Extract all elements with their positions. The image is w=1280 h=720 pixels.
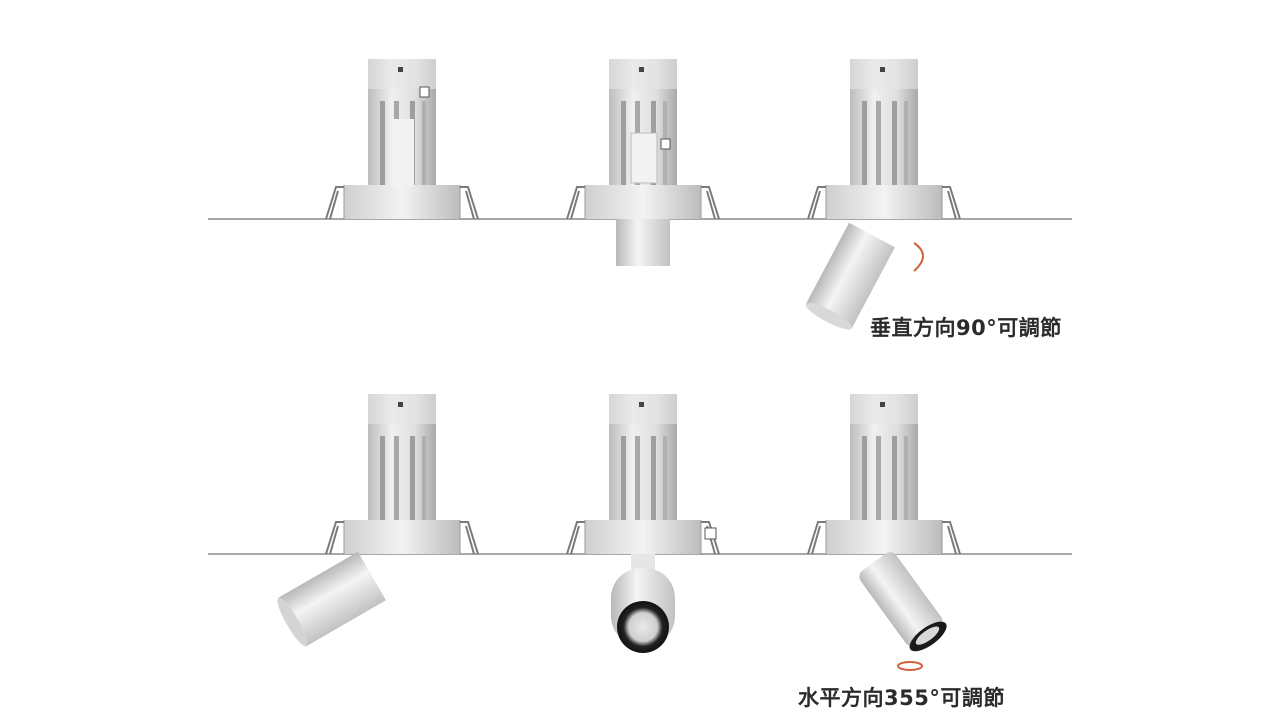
recessed-downlight-tilted-icon bbox=[805, 58, 961, 330]
spotlight-facing-front-icon bbox=[566, 393, 720, 653]
rotation-arrow-icon bbox=[897, 661, 923, 671]
recessed-downlight-extended-icon bbox=[566, 58, 720, 266]
recessed-downlight-retracted-icon bbox=[325, 58, 479, 220]
vertical-adjustment-caption: 垂直方向90°可調節 bbox=[870, 316, 1062, 340]
horizontal-rotation-caption: 水平方向355°可調節 bbox=[798, 686, 1005, 710]
tilt-arrow-icon bbox=[913, 242, 924, 272]
spotlight-rotated-icon bbox=[807, 393, 961, 671]
spotlight-tilted-left-icon bbox=[277, 393, 479, 647]
